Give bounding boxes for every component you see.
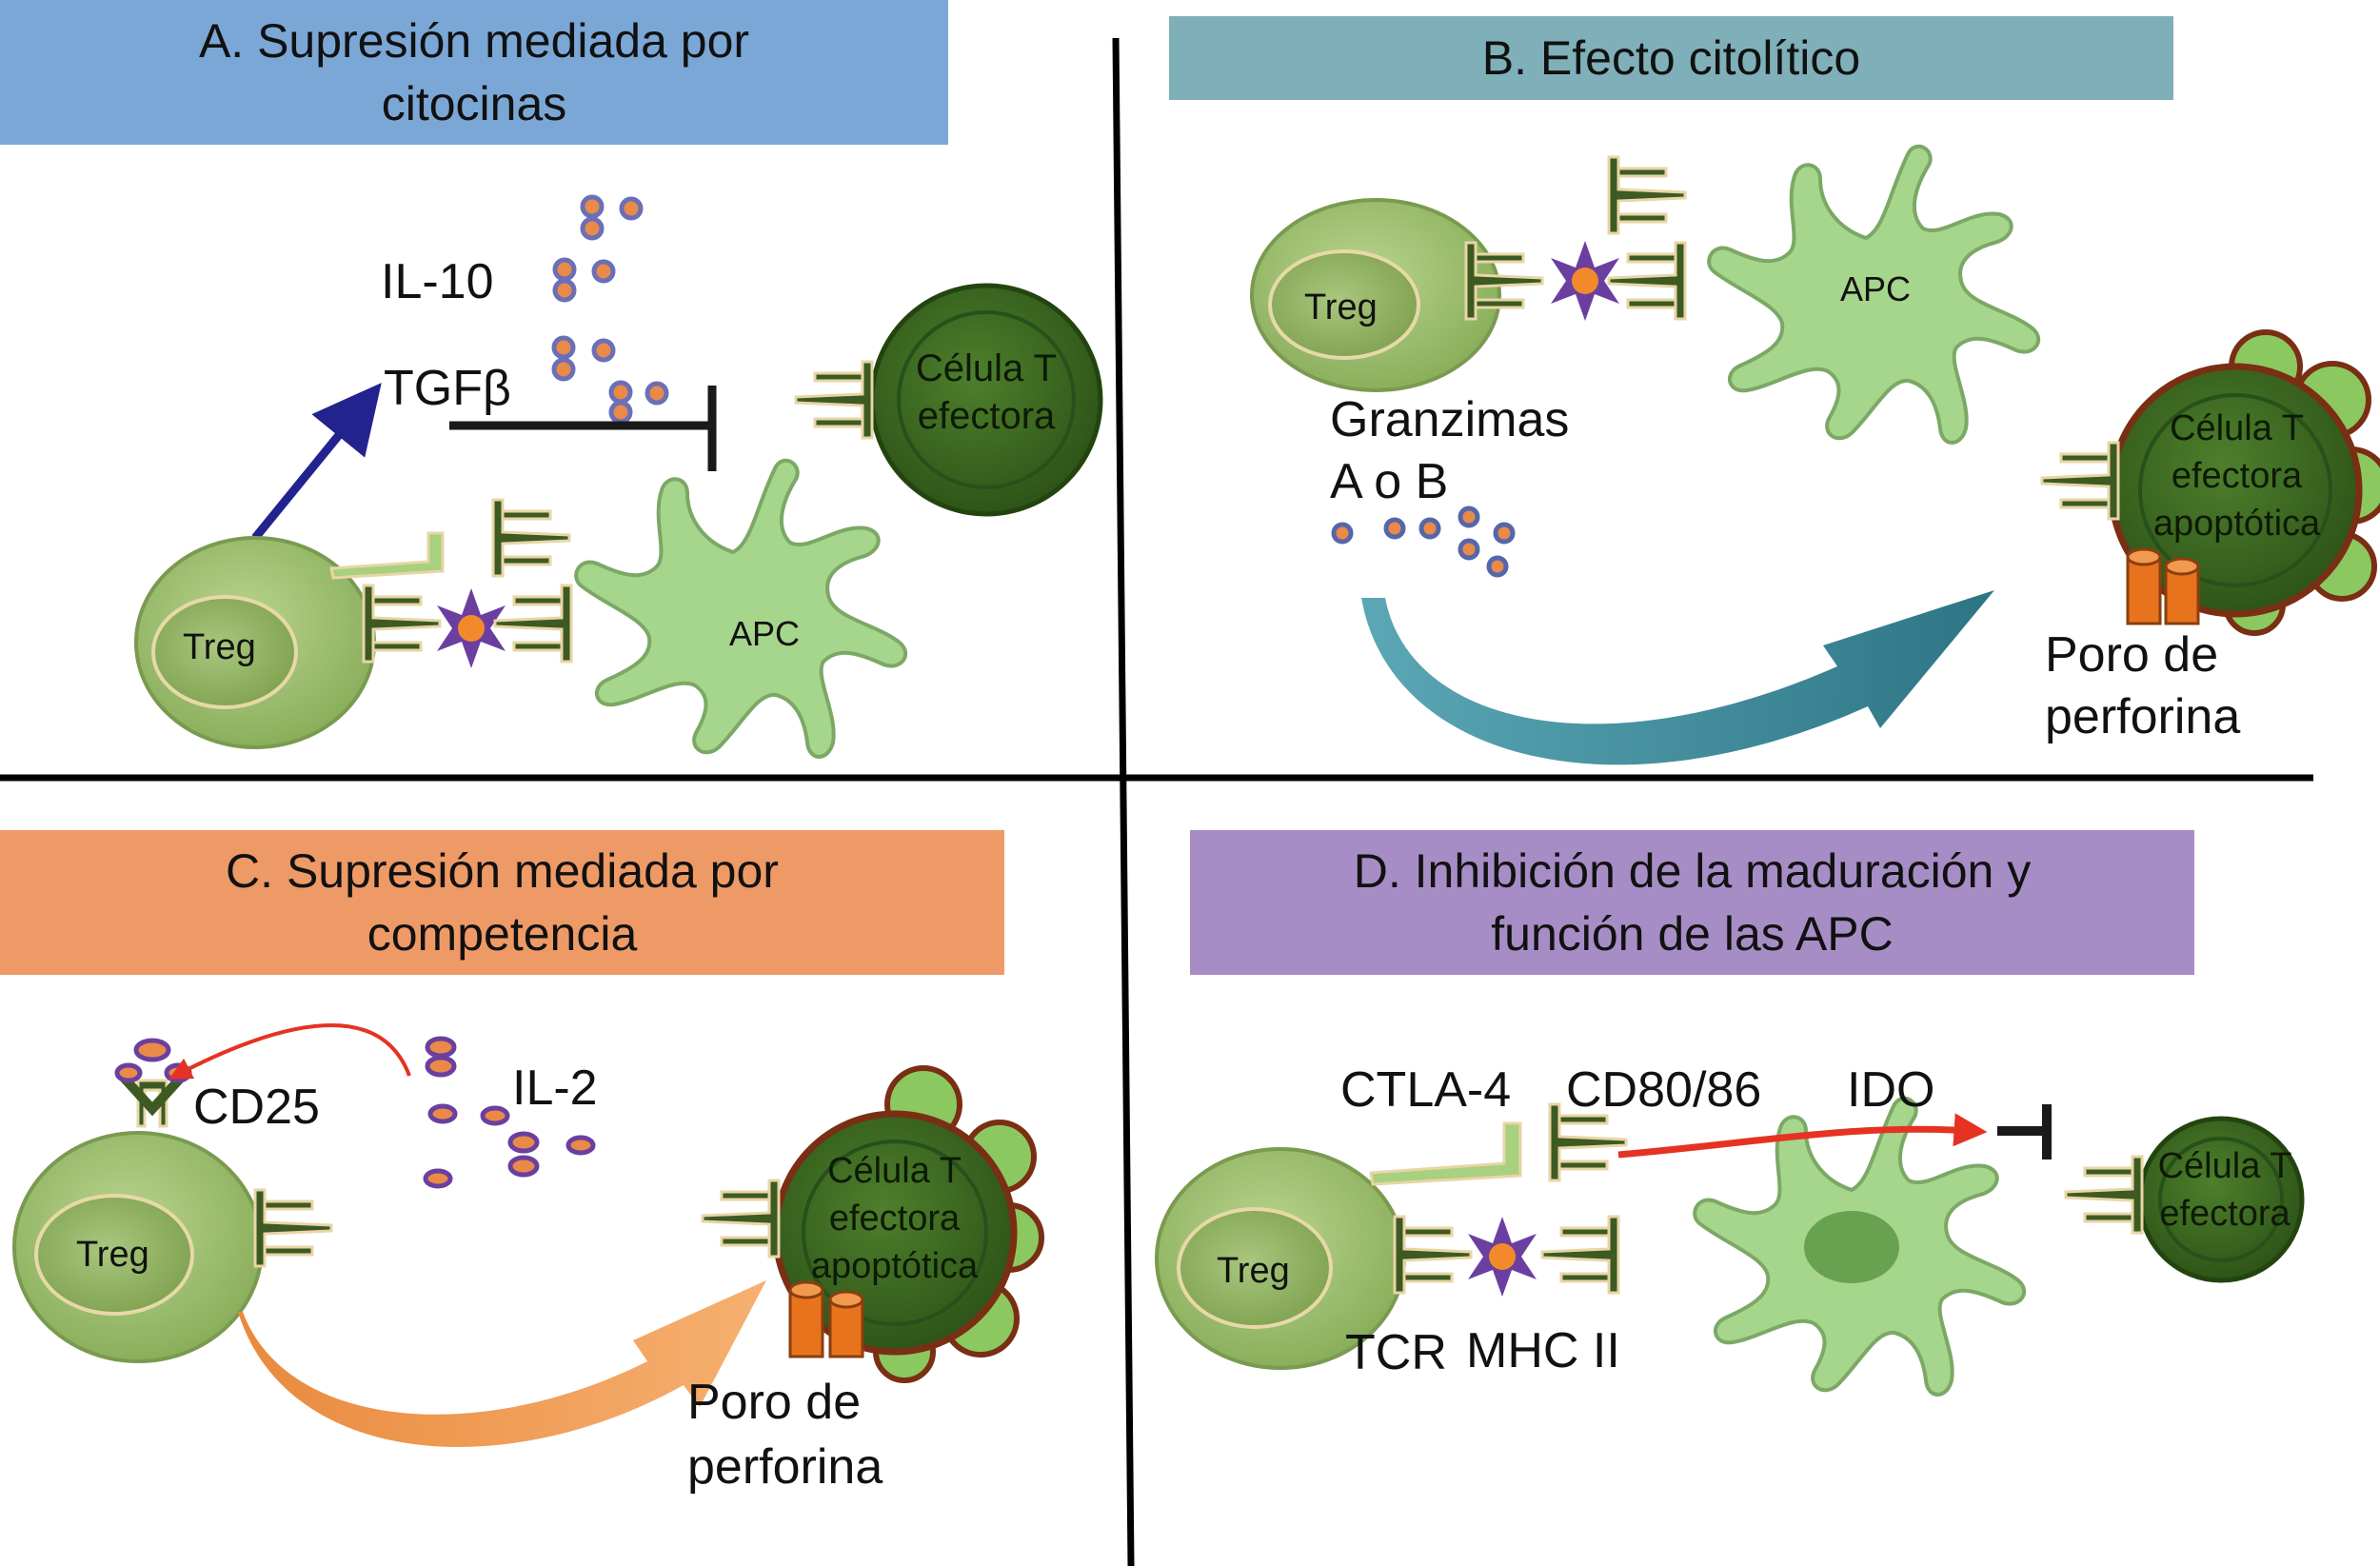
panel-c-poro-line2: perforina (687, 1439, 883, 1495)
panel-d-treg-label: Treg (1217, 1251, 1290, 1291)
panel-b-header: B. Efecto citolítico (1169, 16, 2173, 100)
divider-vertical (1112, 37, 1135, 1566)
panel-d-ido-arrow (1617, 1113, 1988, 1159)
panel-a-apc-label: APC (729, 614, 801, 653)
panel-d-effector-label: Célula T efectora (2134, 1142, 2315, 1238)
panel-c-effector-label: Célula T efectora apoptótica (783, 1147, 1006, 1290)
panel-b-effector-label: Célula T efectora apoptótica (2125, 405, 2349, 547)
panel-c-orange-arrow (238, 1280, 766, 1447)
panel-d-tcr (1393, 1215, 1473, 1295)
panel-b-effector-cell (2108, 329, 2380, 636)
panel-d-apc-nucleus (1804, 1211, 1899, 1283)
panel-a-apc (574, 458, 908, 759)
panel-a-treg-cell (134, 536, 376, 749)
panel-b-granzymes (1331, 505, 1516, 578)
panel-b-granzimas-line1: Granzimas (1330, 392, 1570, 447)
panel-d-cd8086-label: CD80/86 (1566, 1062, 1762, 1118)
panel-b-effector-line2: efectora (2171, 456, 2303, 496)
panel-d-mhc-receptor (1540, 1215, 1620, 1295)
panel-c-header: C. Supresión mediada por competencia (0, 830, 1004, 975)
panel-c-perforin-pores (788, 1280, 864, 1358)
panel-b-effector-line1: Célula T (2170, 408, 2304, 448)
panel-b-granzimas-line2: A o B (1330, 454, 1449, 509)
panel-d-effector-line1: Célula T (2157, 1146, 2292, 1186)
panel-c-effector-line3: apoptótica (810, 1246, 979, 1286)
panel-b-apc-label: APC (1840, 269, 1912, 308)
panel-a-treg-label: Treg (183, 627, 256, 667)
panel-c-il2-label: IL-2 (512, 1061, 598, 1116)
panel-b-poro-line2: perforina (2045, 689, 2241, 744)
panel-b-treg-cell (1250, 198, 1501, 392)
panel-a-apc-receptor-2 (491, 498, 571, 578)
panel-d-ctla4-label: CTLA-4 (1340, 1062, 1512, 1118)
panel-b-teal-arrow (1361, 590, 1994, 765)
panel-d-tcr-label: TCR (1345, 1325, 1447, 1380)
panel-a-header-line2: citocinas (381, 77, 567, 130)
panel-a-tgfb-label: TGFβ (384, 361, 511, 416)
panel-a-cytokines (551, 194, 669, 425)
panel-c-cd25 (120, 1074, 185, 1128)
panel-a-effector-line1: Célula T (915, 347, 1058, 389)
panel-b-treg-label: Treg (1304, 287, 1378, 327)
panel-c-effector-line2: efectora (828, 1199, 961, 1239)
panel-a-header: A. Supresión mediada por citocinas (0, 0, 948, 145)
panel-b-header-bg (1169, 16, 2173, 100)
panel-b-apc-receptor (1607, 241, 1687, 321)
panel-c-poro-line1: Poro de (687, 1375, 862, 1430)
panel-b-effector-receptor (2040, 441, 2120, 521)
panel-c-red-arrow (169, 1023, 411, 1080)
panel-c-header-line2: competencia (367, 907, 638, 961)
panel-d-ido-label: IDO (1847, 1062, 1935, 1118)
panel-c-effector-line1: Célula T (827, 1151, 962, 1191)
panel-a-effector-receptor (794, 360, 874, 440)
panel-b-tcr (1464, 241, 1544, 321)
panel-a-blue-arrow (251, 383, 382, 541)
panel-a-mhc-star (437, 588, 506, 668)
panel-d-mhc-label: MHC II (1466, 1323, 1620, 1378)
panel-c-cd25-label: CD25 (193, 1080, 320, 1135)
panel-d-effector-line2: efectora (2159, 1194, 2291, 1234)
panel-d-effector-receptor (2064, 1155, 2144, 1235)
panel-b-header-text: B. Efecto citolítico (1481, 31, 1861, 85)
panel-a-effector-label: Célula T efectora (872, 345, 1101, 440)
panel-c-il2-molecules (423, 1036, 596, 1189)
panel-b-poro-line1: Poro de (2045, 627, 2219, 683)
panel-d-inhibition (1997, 1104, 2052, 1160)
panel-c-treg-cell (12, 1131, 264, 1363)
panel-a-ctla4 (329, 531, 445, 580)
panel-a-inhibition (449, 386, 717, 471)
panel-a-il10-label: IL-10 (381, 254, 494, 309)
panel-b-apc-receptor-2 (1607, 155, 1687, 235)
panel-a-tcr (362, 584, 442, 664)
panel-b-perforin-pores (2126, 547, 2200, 625)
panel-c-treg-label: Treg (76, 1235, 149, 1275)
panel-a-header-line1: A. Supresión mediada por (198, 14, 750, 68)
panel-a-effector-line2: efectora (917, 395, 1056, 437)
panel-c-header-line1: C. Supresión mediada por (226, 844, 779, 898)
panel-d-header: D. Inhibición de la maduración y función… (1190, 830, 2194, 975)
panel-d-ctla4 (1369, 1121, 1522, 1186)
panel-a-apc-receptor (493, 584, 573, 664)
panel-c-header-bg (0, 830, 1004, 975)
panel-c-il2-bound (114, 1038, 192, 1083)
panel-d-effector-cell (2137, 1116, 2305, 1283)
panel-d-mhc-star (1468, 1217, 1537, 1297)
panel-b-effector-line3: apoptótica (2152, 504, 2321, 544)
panel-c-treg-receptor (253, 1188, 333, 1268)
panel-c-effector-receptor (701, 1179, 781, 1259)
panel-d-header-line1: D. Inhibición de la maduración y (1353, 844, 2032, 898)
panel-a-header-bg (0, 0, 948, 145)
panel-d-header-line2: función de las APC (1491, 907, 1894, 961)
panel-d-header-bg (1190, 830, 2194, 975)
